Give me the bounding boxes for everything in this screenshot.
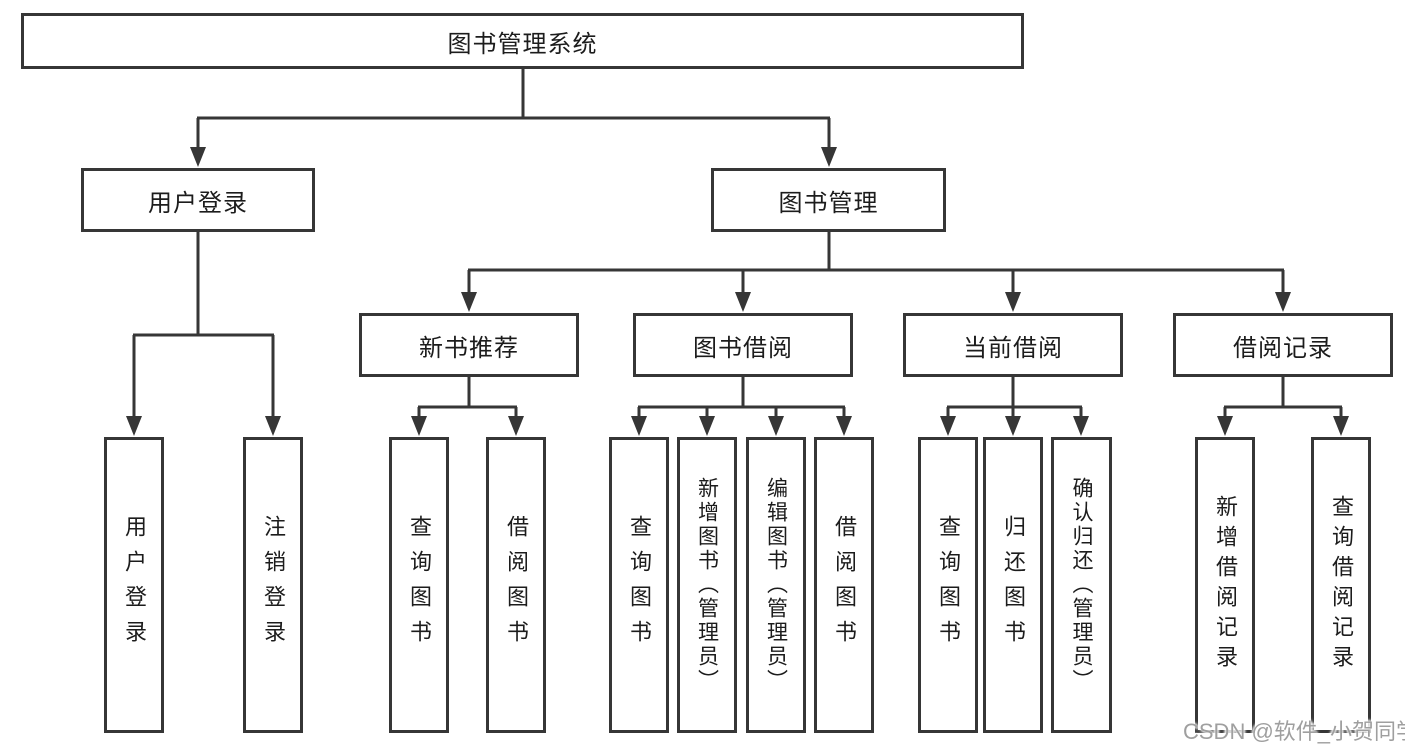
leaf-cb-query-books: 查询图书 xyxy=(918,437,978,733)
leaf-nb-borrow-books: 借阅图书 xyxy=(486,437,546,733)
leaf-br-add-record-label: 新增借阅记录 xyxy=(1213,495,1238,675)
node-borrowing-records-label: 借阅记录 xyxy=(1233,334,1333,362)
leaf-bb-query-books-label: 查询图书 xyxy=(627,515,652,655)
leaf-logout-label: 注销登录 xyxy=(261,515,286,655)
leaf-br-query-record-label: 查询借阅记录 xyxy=(1329,495,1354,675)
leaf-cb-confirm-return-admin: 确认归还（管理员） xyxy=(1051,437,1112,733)
node-book-borrowing: 图书借阅 xyxy=(633,313,853,377)
node-borrowing-records: 借阅记录 xyxy=(1173,313,1393,377)
leaf-bb-edit-books-admin-label: 编辑图书（管理员） xyxy=(764,477,788,693)
node-current-borrowing: 当前借阅 xyxy=(903,313,1123,377)
leaf-cb-query-books-label: 查询图书 xyxy=(936,515,961,655)
node-new-book-recommend: 新书推荐 xyxy=(359,313,579,377)
leaf-logout: 注销登录 xyxy=(243,437,303,733)
csdn-watermark: CSDN @软件_小贺同学 xyxy=(1183,719,1405,744)
node-user-login: 用户登录 xyxy=(81,168,315,232)
leaf-br-add-record: 新增借阅记录 xyxy=(1195,437,1255,733)
leaf-bb-query-books: 查询图书 xyxy=(609,437,669,733)
leaf-user-login-label: 用户登录 xyxy=(122,515,147,655)
leaf-bb-edit-books-admin: 编辑图书（管理员） xyxy=(746,437,806,733)
node-book-management: 图书管理 xyxy=(711,168,946,232)
leaf-cb-confirm-return-admin-label: 确认归还（管理员） xyxy=(1070,477,1093,693)
leaf-nb-query-books: 查询图书 xyxy=(389,437,449,733)
leaf-nb-borrow-books-label: 借阅图书 xyxy=(504,515,529,655)
node-current-borrowing-label: 当前借阅 xyxy=(963,334,1063,362)
leaf-bb-add-books-admin-label: 新增图书（管理员） xyxy=(695,477,719,693)
node-root: 图书管理系统 xyxy=(21,13,1024,69)
node-book-management-label: 图书管理 xyxy=(778,189,879,217)
leaf-nb-query-books-label: 查询图书 xyxy=(407,515,432,655)
node-book-borrowing-label: 图书借阅 xyxy=(693,334,793,362)
leaf-bb-borrow-books-label: 借阅图书 xyxy=(832,515,857,655)
node-new-book-recommend-label: 新书推荐 xyxy=(419,334,519,362)
leaf-br-query-record: 查询借阅记录 xyxy=(1311,437,1371,733)
leaf-bb-borrow-books: 借阅图书 xyxy=(814,437,874,733)
leaf-user-login: 用户登录 xyxy=(104,437,164,733)
node-root-label: 图书管理系统 xyxy=(447,30,598,58)
node-user-login-label: 用户登录 xyxy=(148,189,248,217)
leaf-cb-return-books-label: 归还图书 xyxy=(1001,515,1026,655)
leaf-cb-return-books: 归还图书 xyxy=(983,437,1043,733)
leaf-bb-add-books-admin: 新增图书（管理员） xyxy=(677,437,737,733)
arrowheads xyxy=(126,147,1349,436)
